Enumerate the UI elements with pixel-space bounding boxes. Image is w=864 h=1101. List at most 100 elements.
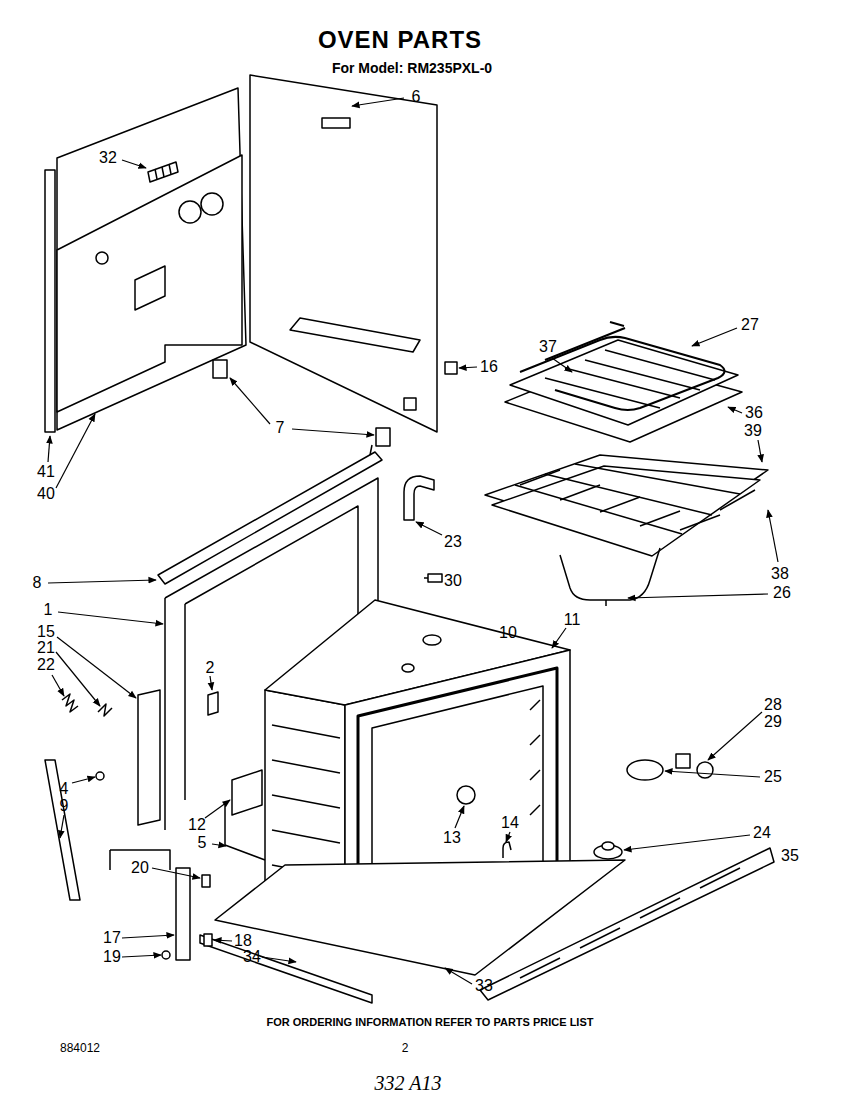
terminal-block: [162, 167, 164, 177]
hose: [404, 476, 434, 520]
oven-rack: [520, 470, 560, 485]
oven-cavity: [272, 760, 340, 773]
oven-cavity: [530, 805, 540, 815]
callout-number: 35: [781, 848, 799, 864]
leader-line: [52, 675, 64, 696]
leader-line: [628, 594, 768, 598]
leader-line: [205, 800, 230, 818]
callout-number: 30: [444, 573, 462, 589]
callout-number: 25: [764, 769, 782, 785]
leader-line: [506, 832, 510, 842]
broil-pan: [605, 350, 715, 380]
callout-number: 34: [243, 949, 261, 965]
leader-line: [758, 440, 762, 462]
hinge: [204, 934, 212, 946]
leader-line: [624, 835, 750, 850]
oven-rack: [560, 485, 600, 500]
hose: [404, 476, 434, 520]
broil-pan: [505, 340, 742, 442]
leader-line: [665, 771, 760, 777]
terminal-block: [169, 164, 171, 174]
callout-number: 15: [37, 624, 55, 640]
vent-grille: [640, 898, 680, 918]
light-socket: [697, 762, 713, 778]
leader-line: [459, 367, 477, 368]
broil-element: [520, 337, 725, 410]
oven-rack: [680, 515, 720, 530]
diagram-title: OVEN PARTS: [318, 28, 482, 52]
callout-number: 19: [103, 949, 121, 965]
rear-panel: [201, 193, 223, 215]
bottom-strip: [200, 935, 372, 1003]
leader-line: [692, 328, 737, 346]
brace: [208, 692, 218, 715]
side-panel: [322, 118, 350, 128]
callout-number: 32: [99, 150, 117, 166]
leader-line: [48, 98, 778, 984]
callout-number: 41: [37, 464, 55, 480]
callout-number: 1: [44, 602, 53, 618]
hinge: [162, 951, 170, 959]
burner-cap: [602, 842, 614, 850]
callout-number: 12: [188, 817, 206, 833]
oven-rack: [720, 490, 755, 510]
rack-hook: [503, 842, 511, 858]
leader-line: [152, 868, 200, 878]
callout-number: 29: [764, 714, 782, 730]
callout-number: 23: [444, 534, 462, 550]
oven-rack: [575, 464, 740, 494]
callout-number: 10: [499, 625, 517, 641]
callout-number: 26: [773, 585, 791, 601]
hinge: [138, 690, 160, 825]
rear-panel: [57, 155, 242, 412]
leader-line: [416, 522, 442, 535]
hinge: [96, 772, 104, 780]
hinge-spring: [62, 694, 112, 716]
oven-rack: [485, 455, 768, 556]
callout-number: 36: [745, 405, 763, 421]
page-note: 884012: [60, 1042, 100, 1054]
cavity-plug: [457, 786, 475, 804]
callout-number: 28: [764, 697, 782, 713]
leader-line: [214, 940, 232, 941]
light-socket: [676, 754, 690, 768]
callout-number: 38: [771, 566, 789, 582]
oven-cavity: [272, 830, 340, 843]
callout-number: 27: [741, 317, 759, 333]
handwritten-note: 332 A13: [375, 1073, 442, 1093]
oven-rack: [600, 497, 640, 512]
angle-strip: [158, 445, 382, 584]
broil-pan: [565, 368, 680, 398]
oven-rack: [492, 466, 760, 556]
rear-panel: [135, 266, 165, 310]
leader-line: [72, 777, 95, 783]
burner-cap: [594, 842, 622, 859]
hinge: [202, 875, 210, 887]
model-number: For Model: RM235PXL-0: [332, 61, 492, 75]
side-panel: [250, 75, 437, 432]
side-panel: [250, 75, 437, 432]
oven-rack: [545, 474, 712, 515]
front-frame: [184, 604, 186, 800]
broil-element: [520, 322, 725, 410]
oven-cavity: [272, 725, 340, 738]
hinge-spring: [62, 694, 78, 712]
rear-panel: [57, 88, 246, 430]
callout-number: 39: [744, 423, 762, 439]
footer-caption: FOR ORDERING INFORMATION REFER TO PARTS …: [267, 1017, 594, 1028]
leader-line: [230, 378, 270, 424]
panel-clip: [213, 360, 457, 446]
leader-line: [122, 160, 146, 168]
oven-rack: [515, 485, 682, 534]
leader-line: [262, 957, 296, 962]
leader-line: [60, 815, 64, 838]
leader-line: [445, 968, 472, 984]
callout-number: 14: [501, 815, 519, 831]
callout-number: 21: [37, 640, 55, 656]
terminal-block: [148, 162, 178, 182]
leader-line: [122, 955, 161, 957]
vent-grille: [700, 868, 740, 888]
callout-number: 11: [564, 612, 581, 628]
callout-number: 7: [276, 420, 285, 436]
cavity-plug: [457, 786, 475, 804]
